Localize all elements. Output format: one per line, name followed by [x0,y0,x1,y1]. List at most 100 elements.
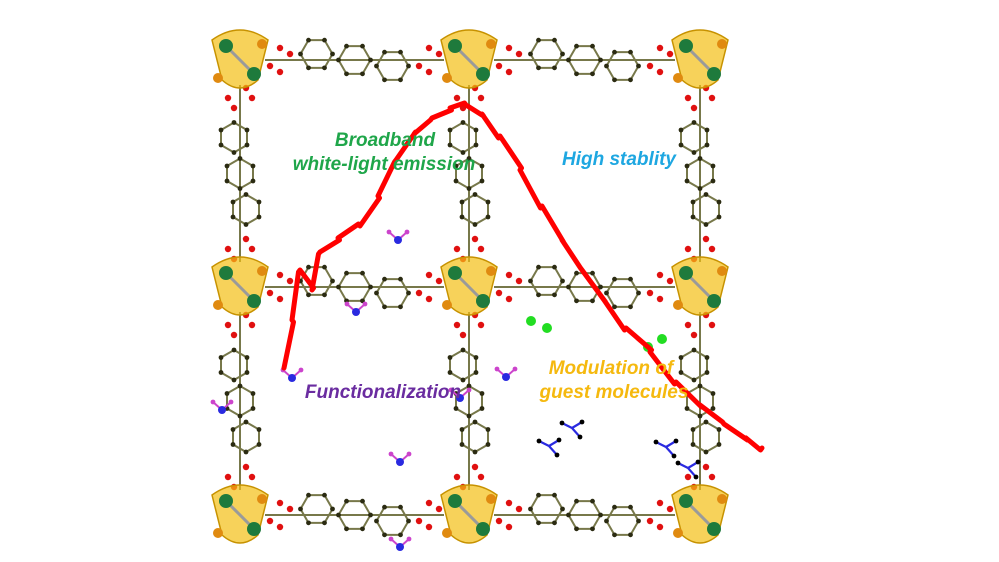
carbon-atom [703,419,709,425]
oxygen-atom [495,517,503,525]
oxygen-atom [702,463,710,471]
carbon-atom [237,156,243,161]
carbon-atom [298,506,303,512]
oxygen-atom [690,104,698,112]
carbon-atom [628,304,633,310]
oxygen-atom [224,321,232,329]
carbon-atom [250,163,256,169]
carbon-atom [374,518,379,524]
metal-nodes [211,29,729,544]
metal-atom [476,67,490,81]
carbon-atom [330,51,335,57]
carbon-atom [344,270,349,276]
oxygen-atom [656,523,664,531]
metal-atom [442,300,452,310]
nitrogen-atom [456,394,464,402]
carbon-atom [459,214,465,220]
guest-atom [693,474,699,480]
carbon-atom [684,178,690,184]
carbon-atom [466,383,472,389]
oxygen-atom [453,473,461,481]
oxygen-atom [646,517,654,525]
carbon-atom [244,127,250,133]
carbon-atom [684,406,690,411]
nitrogen-atom [502,373,510,381]
carbon-atom [574,43,579,49]
carbon-atom [447,142,453,148]
carbon-atom [298,51,303,57]
oxygen-atom [684,321,692,329]
oxygen-atom [656,68,664,76]
carbon-atom [704,127,710,133]
oxygen-atom [415,289,423,297]
carbon-atom [460,377,466,383]
oxygen-atom [435,505,443,513]
benzene-ring [529,266,564,296]
metal-atom [707,67,721,81]
carbon-atom [590,298,595,304]
carbon-atom [231,150,237,155]
carbon-atom [230,214,236,220]
oxygen-atom [684,245,692,253]
carbon-atom [479,406,485,411]
oxygen-atom [505,295,513,303]
carbon-atom [230,199,236,205]
carbon-atom [231,347,237,353]
carbon-atom [382,276,387,282]
carbon-atom [691,120,697,125]
carbon-atom [382,504,387,510]
carbon-atom [590,526,595,532]
carbon-atom [447,355,453,360]
emission-label: Broadband [335,130,436,151]
carbon-atom [344,526,349,532]
carbon-atom [612,504,617,510]
oxygen-atom [266,289,274,297]
benzene-ring [449,121,477,154]
oxygen-atom [666,277,674,285]
carbon-atom [322,520,327,526]
carbon-atom [460,120,466,125]
hydrogen-atom [388,451,394,457]
oxygen-atom [276,68,284,76]
guest-ion [657,334,667,344]
metal-atom [213,528,223,538]
carbon-atom [536,292,541,298]
carbon-atom [256,214,262,220]
carbon-atom [590,71,595,77]
carbon-atom [678,127,684,133]
guest-ion [542,323,552,333]
oxygen-atom [248,245,256,253]
metal-atom [219,494,233,508]
carbon-atom [704,142,710,148]
carbon-atom [552,292,557,298]
carbon-atom [453,178,459,184]
hydrogen-atom [406,536,412,542]
carbon-atom [230,427,236,432]
oxygen-atom [224,94,232,102]
metal-atom [219,266,233,280]
nitrogen-atom [288,374,296,382]
carbon-atom [306,492,311,498]
metal-atom [442,528,452,538]
carbon-atom [360,71,365,77]
oxygen-atom [495,62,503,70]
carbon-atom [382,77,387,83]
benzene-ring [375,51,410,81]
carbon-atom [368,284,373,290]
oxygen-atom [471,463,479,471]
benzene-ring [220,121,248,154]
carbon-atom [716,214,722,220]
oxygen-atom [684,473,692,481]
carbon-atom [231,377,237,383]
metal-atom [247,294,261,308]
carbon-atom [552,37,557,43]
carbon-atom [590,270,595,276]
benzene-ring [529,494,564,524]
carbon-atom [485,442,491,447]
carbon-atom [485,214,491,220]
carbon-atom [322,264,327,270]
carbon-atom [398,304,403,310]
benzene-ring [605,278,640,308]
oxygen-atom [425,523,433,531]
